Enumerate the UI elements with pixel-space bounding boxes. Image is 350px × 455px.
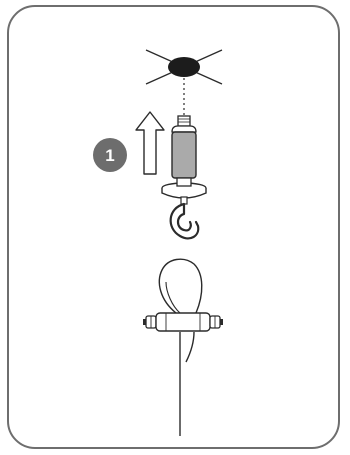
- ceiling-hook-mount-icon: [161, 115, 207, 205]
- up-arrow-icon: [135, 111, 165, 175]
- instruction-panel: [7, 5, 340, 449]
- step-number: 1: [105, 146, 114, 165]
- hook-icon: [169, 202, 200, 240]
- step-badge-circle: [93, 138, 127, 172]
- cable-gripper-icon: [143, 312, 223, 332]
- ceiling-mount-point-icon: [145, 49, 223, 85]
- step-number-badge: 1: [93, 138, 127, 172]
- cable-loop-icon: [158, 258, 203, 436]
